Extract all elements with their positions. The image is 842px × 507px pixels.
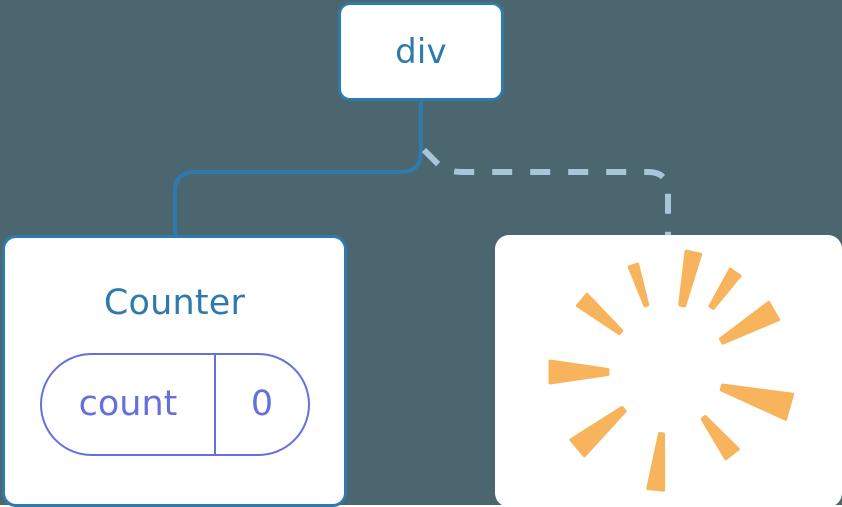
sparkle-ray-10 xyxy=(708,267,742,310)
node-sparkle[interactable] xyxy=(495,235,842,507)
sparkle-ray-1 xyxy=(678,249,703,308)
sparkle-ray-2 xyxy=(627,262,650,308)
state-value-label: 0 xyxy=(250,384,274,424)
state-pill-count[interactable]: count 0 xyxy=(40,353,310,456)
node-counter-label: Counter xyxy=(103,283,246,323)
sparkle-ray-8 xyxy=(719,383,795,421)
node-div-label: div xyxy=(395,31,447,72)
sparkle-ray-5 xyxy=(569,405,627,458)
edge-root-to-counter xyxy=(173,99,423,238)
state-value-cell: 0 xyxy=(216,355,308,454)
sparkle-ray-3 xyxy=(575,292,624,336)
sparkle-burst-icon xyxy=(548,249,795,492)
sparkle-ray-6 xyxy=(646,431,666,492)
state-key-cell: count xyxy=(42,355,216,454)
node-div[interactable]: div xyxy=(338,2,504,101)
edge-root-to-sparkle xyxy=(421,147,671,236)
sparkle-ray-7 xyxy=(700,414,740,461)
sparkle-ray-4 xyxy=(548,359,610,385)
sparkle-ray-9 xyxy=(718,300,781,345)
state-key-label: count xyxy=(78,384,178,424)
